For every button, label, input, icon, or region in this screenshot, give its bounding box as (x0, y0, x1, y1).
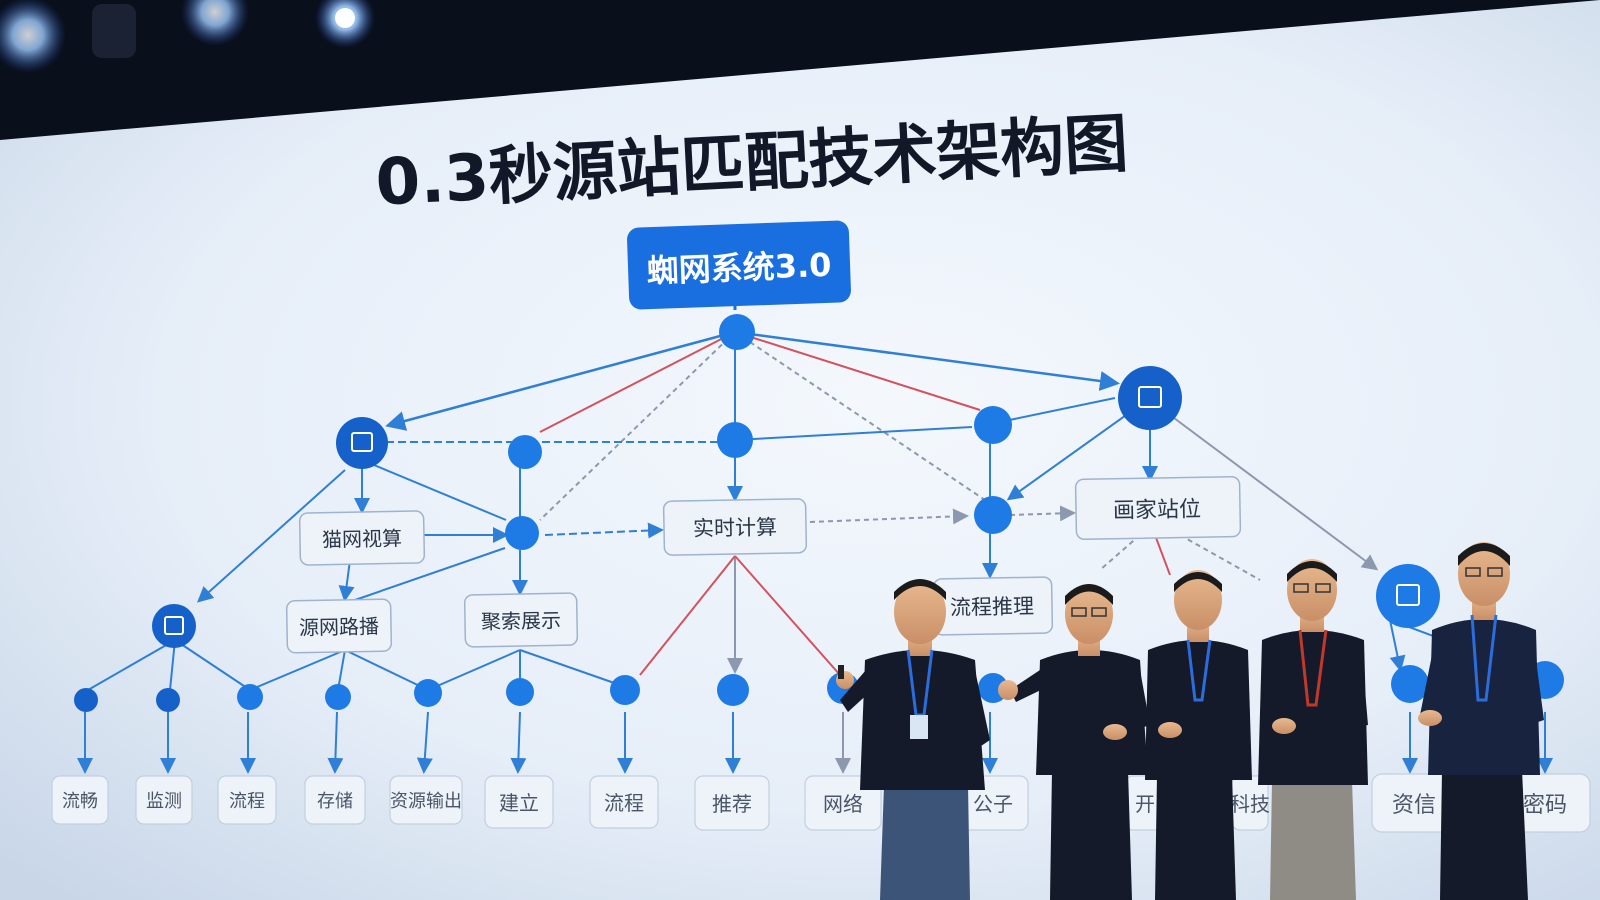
root-node: 蜘网系统3.0 (627, 220, 851, 310)
node-m1 (505, 516, 539, 550)
presenter-4 (1258, 559, 1368, 900)
leaf-label: 存储 (317, 791, 353, 812)
node-b1 (74, 688, 98, 712)
mid-box: 实时计算 (662, 498, 808, 556)
presenter-3 (1145, 570, 1252, 900)
leaf-box: 流畅 (51, 775, 109, 825)
mid-box: 源网路播 (285, 598, 393, 654)
presenter-1 (836, 579, 990, 900)
leaf-label: 建立 (499, 791, 539, 815)
mid-box-label: 源网路播 (299, 614, 379, 639)
node-l5 (1118, 366, 1182, 430)
leaf-label: 监测 (146, 791, 182, 812)
presenter-5 (1418, 542, 1544, 900)
node-b2 (156, 688, 180, 712)
mid-box: 聚索展示 (463, 592, 579, 648)
leaf-box: 流程 (589, 775, 659, 829)
mid-boxes: 猫网视算 源网路播 聚索展示 实时计算 画家站位 流程推理 (285, 475, 1242, 654)
presenters (836, 542, 1544, 900)
node-b5 (414, 679, 442, 707)
mid-box: 画家站位 (1074, 475, 1242, 541)
leaf-box: 建立 (484, 775, 554, 829)
mid-box-label: 聚索展示 (481, 608, 561, 633)
node-b3 (237, 684, 263, 710)
node-l1 (336, 417, 388, 469)
leaf-label: 网络 (823, 792, 863, 816)
leaf-box: 科技 (1230, 775, 1270, 831)
leaf-label: 资源输出 (390, 791, 462, 812)
node-b4 (325, 684, 351, 710)
mid-box-label: 画家站位 (1113, 497, 1201, 524)
node-l3 (717, 422, 753, 458)
leaf-box: 存储 (304, 775, 366, 825)
leaf-label: 公子 (973, 792, 1013, 816)
leaf-label: 开 (1135, 792, 1155, 816)
leaf-box: 流程 (217, 775, 277, 825)
node-m4 (1376, 564, 1440, 628)
leaf-label: 推荐 (712, 792, 752, 816)
leaf-label: 流程 (229, 791, 265, 812)
leaf-box: 开 (1124, 775, 1166, 831)
node-m2 (974, 496, 1012, 534)
node-b8 (717, 674, 749, 706)
diagram-edges (77, 292, 1553, 774)
node-hub (719, 314, 755, 350)
diagram-nodes (74, 314, 1564, 712)
node-b11 (1391, 665, 1429, 703)
leaf-label: 科技 (1230, 792, 1270, 816)
node-m3 (152, 604, 196, 648)
stage-lights (0, 0, 375, 73)
presenter-2 (998, 584, 1150, 900)
root-node-label: 蜘网系统3.0 (646, 246, 832, 290)
mid-box-label: 猫网视算 (322, 526, 402, 551)
node-b6 (506, 678, 534, 706)
node-b7 (610, 675, 640, 705)
node-l4 (974, 406, 1012, 444)
leaf-box: 推荐 (694, 775, 770, 831)
mid-box-label: 实时计算 (693, 515, 777, 540)
mid-box-label: 流程推理 (950, 594, 1034, 619)
leaf-box: 资源输出 (389, 775, 463, 825)
leaf-box: 监测 (135, 775, 193, 825)
leaf-label: 流程 (604, 791, 644, 815)
leaf-label: 流畅 (62, 791, 98, 812)
leaf-box: 资信 (1371, 773, 1457, 833)
mid-box: 猫网视算 (298, 510, 426, 566)
leaf-label: 资信 (1392, 793, 1436, 818)
mid-box: 流程推理 (932, 576, 1054, 636)
leaf-label: 密码 (1523, 793, 1567, 818)
node-l2 (508, 435, 542, 469)
